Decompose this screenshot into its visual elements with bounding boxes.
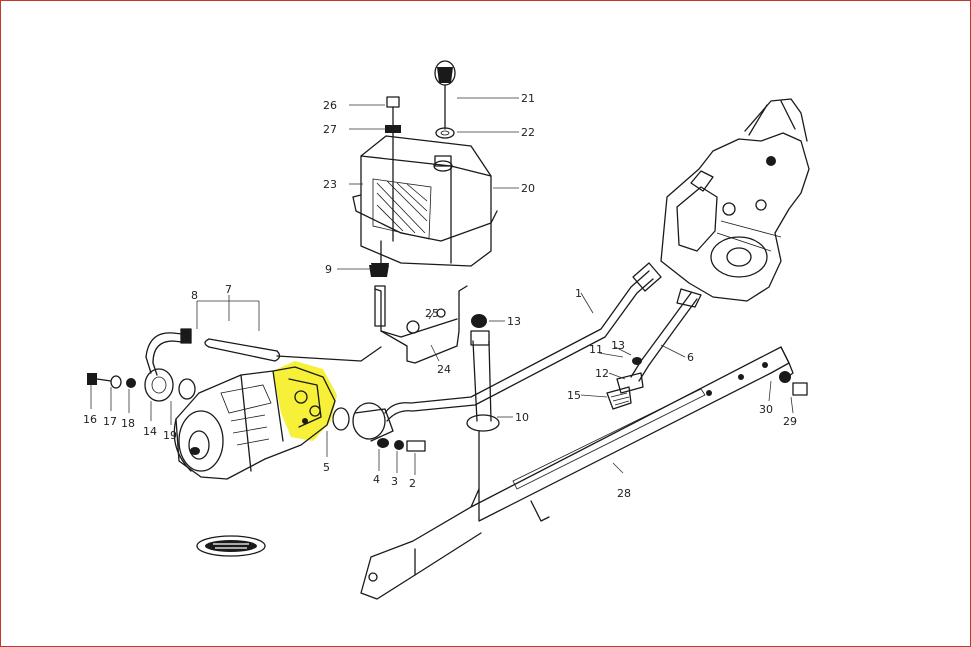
pump-outlet-fittings [352,402,426,452]
part-label-26: 26 [323,99,337,112]
part-label-4: 4 [373,473,380,486]
part-label-11: 11 [589,343,603,356]
nut-9 [371,263,389,273]
arm-bolts [779,371,808,396]
part-label-13-upper: 13 [507,315,521,328]
part-label-7: 7 [225,283,232,296]
part-label-12: 12 [595,367,609,380]
part-label-15: 15 [567,389,581,402]
reservoir-bracket [369,240,468,364]
leader-lines [90,97,794,475]
part-label-29: 29 [783,415,797,428]
part-label-14: 14 [143,425,157,438]
part-label-23: 23 [323,178,337,191]
part-label-3: 3 [391,475,398,488]
part-label-6: 6 [687,351,694,364]
part-label-1: 1 [575,287,582,300]
part-label-28: 28 [617,487,631,500]
pressure-pipe [384,262,662,422]
part-label-20: 20 [521,182,535,195]
pump-inlet-fittings [87,368,196,402]
part-label-22: 22 [521,126,535,139]
part-label-10: 10 [515,411,529,424]
part-label-2: 2 [409,477,416,490]
reservoir-tank [352,135,498,267]
part-label-19: 19 [163,429,177,442]
part-label-21: 21 [521,92,535,105]
part-label-16: 16 [83,413,97,426]
part-label-9: 9 [325,263,332,276]
support-post-10 [466,330,500,490]
nut-13 [471,314,487,328]
part-label-18: 18 [121,417,135,430]
return-pipe [606,288,702,410]
mounting-bolt-26 [385,96,401,242]
part-label-13-lower: 13 [611,339,625,352]
part-label-25: 25 [425,307,439,320]
steering-arm-28 [360,346,794,600]
part-labels: 26 27 23 9 21 22 20 13 25 24 10 1 6 11 1… [83,92,797,500]
steering-gearbox [660,98,810,302]
filler-cap-assembly [434,60,456,139]
part-label-8: 8 [191,289,198,302]
part-label-17: 17 [103,415,117,428]
part-label-30: 30 [759,403,773,416]
part-label-24: 24 [437,363,451,376]
manufacturer-stamp [196,535,266,557]
power-steering-pump [173,361,350,480]
part-label-5: 5 [323,461,330,474]
part-label-27: 27 [323,123,337,136]
suction-hose [145,328,382,376]
